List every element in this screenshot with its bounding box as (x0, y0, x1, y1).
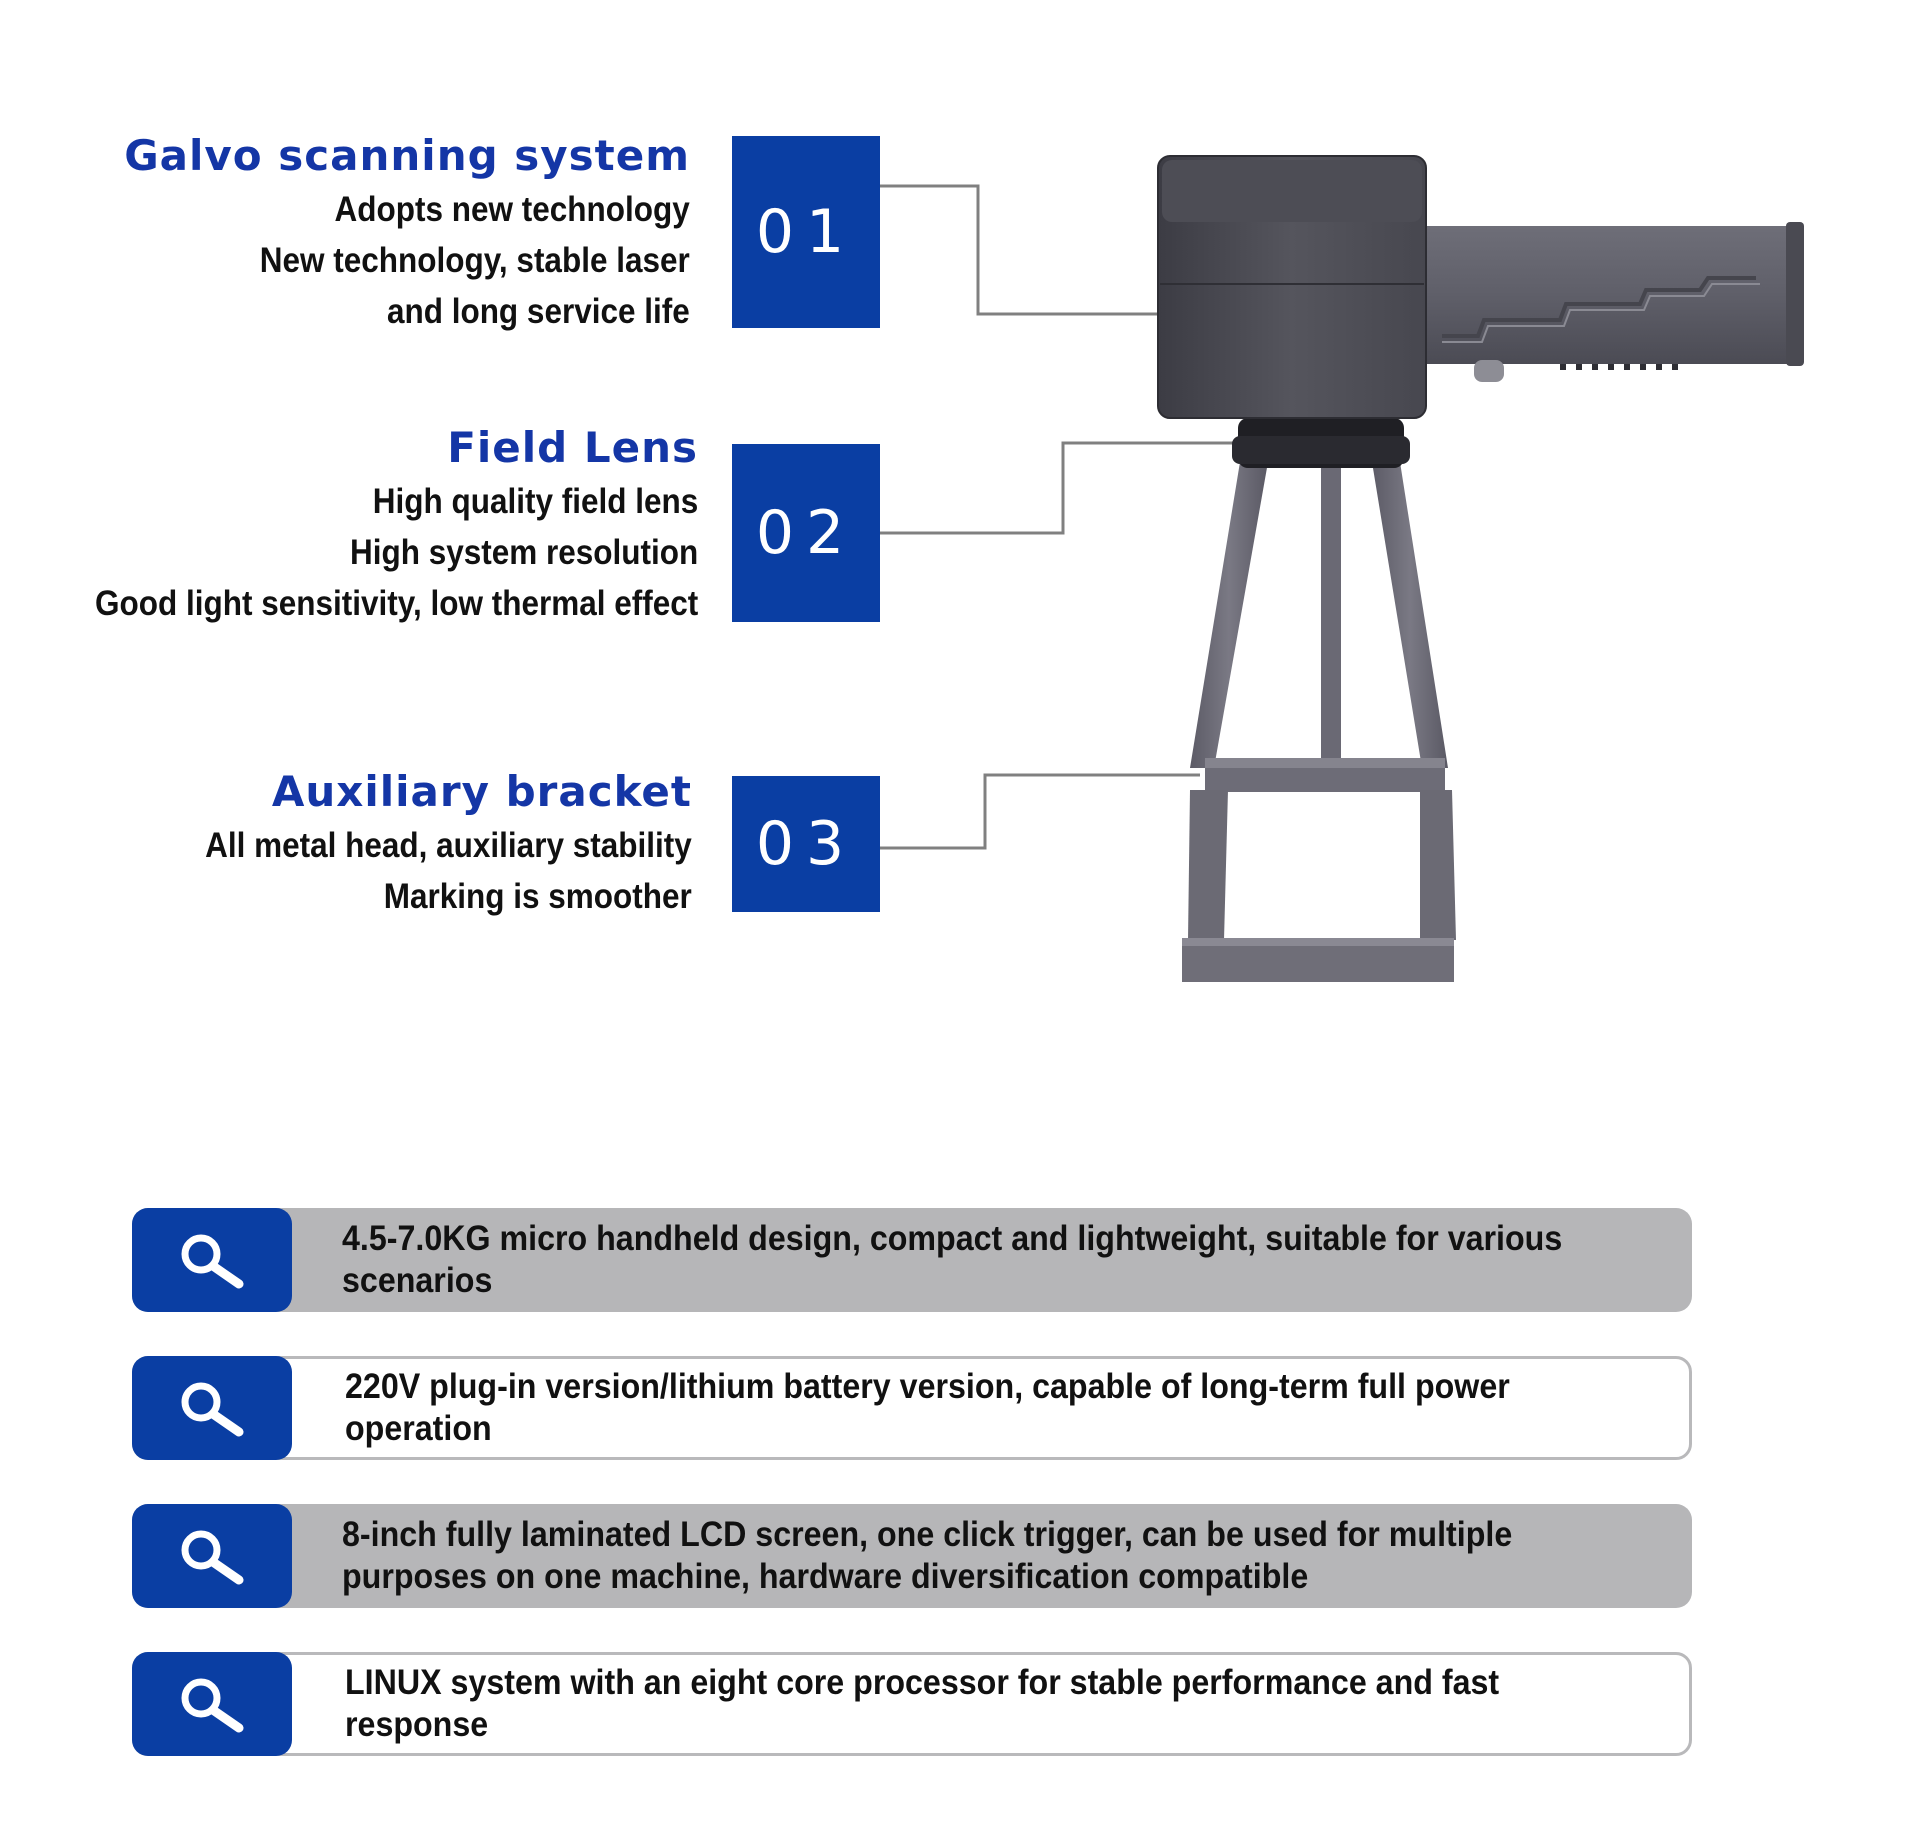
feature-number-badge: 02 (732, 444, 880, 622)
feature-line: Marking is smoother (383, 877, 692, 916)
spec-bullet-screen: 8-inch fully laminated LCD screen, one c… (132, 1504, 1692, 1608)
feature-field-lens: Field Lens High quality field lens High … (28, 424, 698, 629)
galvo-head (1157, 155, 1427, 419)
search-icon (132, 1504, 292, 1608)
feature-title: Field Lens (447, 423, 698, 472)
spec-bullet-weight: 4.5-7.0KG micro handheld design, compact… (132, 1208, 1692, 1312)
field-lens (1232, 418, 1410, 468)
feature-line: and long service life (387, 292, 690, 331)
feature-line: New technology, stable laser (259, 241, 690, 280)
leader-line-02 (880, 441, 1240, 535)
leader-line-01 (880, 184, 1160, 316)
search-icon (132, 1208, 292, 1312)
feature-line: All metal head, auxiliary stability (205, 826, 692, 865)
feature-galvo: Galvo scanning system Adopts new technol… (124, 132, 690, 337)
search-icon (132, 1356, 292, 1460)
feature-line: Good light sensitivity, low thermal effe… (94, 584, 698, 623)
feature-title: Galvo scanning system (124, 131, 690, 180)
feature-line: High system resolution (349, 533, 698, 572)
spec-bullet-text: 220V plug-in version/lithium battery ver… (345, 1367, 1510, 1448)
feature-line: Adopts new technology (334, 190, 690, 229)
spec-bullet-text: LINUX system with an eight core processo… (345, 1663, 1500, 1744)
feature-number-badge: 01 (732, 136, 880, 328)
laser-marker-illustration (880, 155, 1804, 982)
feature-bracket: Auxiliary bracket All metal head, auxili… (151, 768, 692, 922)
spec-bullet-power: 220V plug-in version/lithium battery ver… (132, 1356, 1692, 1460)
spec-bullet-system: LINUX system with an eight core processo… (132, 1652, 1692, 1756)
feature-line: High quality field lens (372, 482, 698, 521)
spec-bullet-text: 8-inch fully laminated LCD screen, one c… (342, 1515, 1513, 1596)
spec-bullet-text: 4.5-7.0KG micro handheld design, compact… (342, 1219, 1563, 1300)
handle-arm (1400, 222, 1804, 382)
leader-line-03 (880, 773, 1200, 850)
feature-title: Auxiliary bracket (271, 767, 692, 816)
leader-lines (880, 184, 1240, 850)
feature-number-badge: 03 (732, 776, 880, 912)
stand (1182, 460, 1456, 982)
search-icon (132, 1652, 292, 1756)
